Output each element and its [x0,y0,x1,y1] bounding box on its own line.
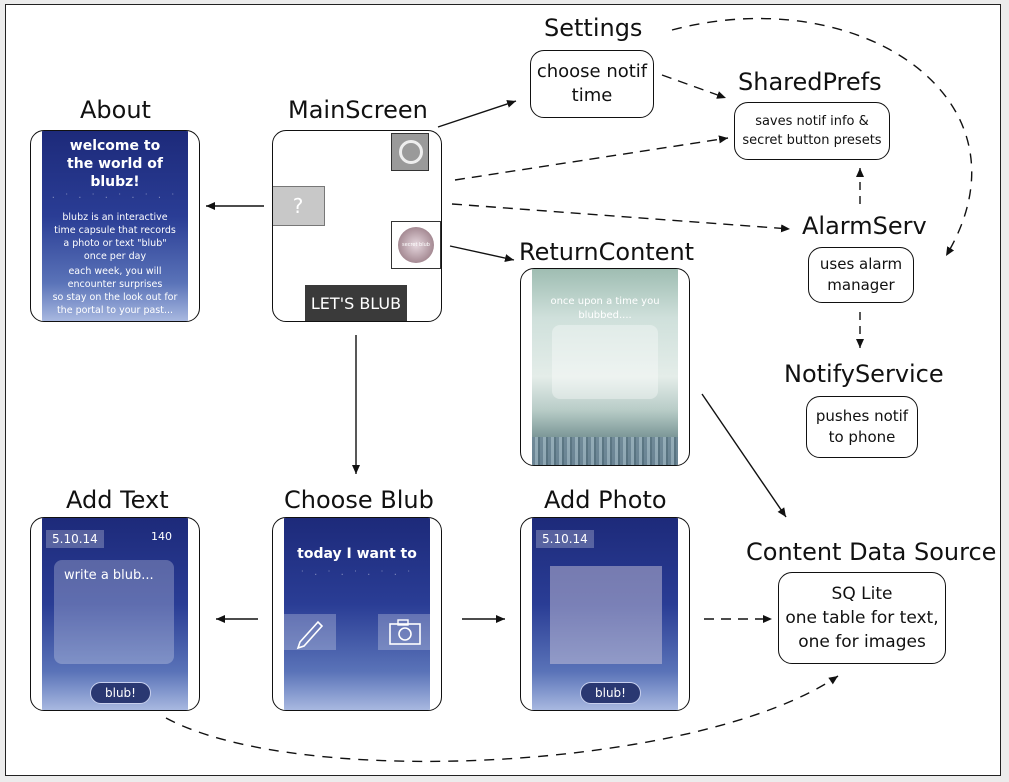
addtext-placeholder: write a blub... [64,568,154,583]
about-p2-line-2: encounter surprises [67,279,163,290]
arrow-addtext-to-content [165,675,839,763]
about-p1-line-4: once per day [83,251,147,262]
arrow-return-to-content [701,393,787,518]
addtext-blub-button[interactable]: blub! [90,682,151,704]
arrow-settings-to-alarm [671,17,973,257]
returncontent-caption: once upon a time you blubbed.... [532,295,678,323]
content-node: SQ Lite one table for text, one for imag… [778,572,946,664]
notify-line-1: pushes notif [815,407,909,425]
sharedprefs-line-1: saves notif info & [755,114,869,129]
choose-bg: today I want to ˙ · ˙ · ˙ · ˙ · ˙ [284,518,432,710]
about-screen-bg: welcome to the world of blubz! · ˙ · ˙ ·… [42,131,188,321]
returncontent-title: ReturnContent [519,238,695,266]
alarmserv-title: AlarmServ [802,212,927,240]
content-line-3: one for images [798,632,926,652]
addphoto-bg: 5.10.14 blub! [532,518,678,710]
about-p1-line-3: a photo or text "blub" [63,238,167,249]
main-title: MainScreen [288,96,428,124]
arrow-main-to-prefs [454,135,729,181]
alarmserv-line-1: uses alarm [819,255,903,273]
sharedprefs-line-2: secret button presets [742,133,882,148]
about-screen: welcome to the world of blubz! · ˙ · ˙ ·… [30,130,200,322]
notify-line-2: to phone [828,428,896,446]
about-heading: welcome to the world of blubz! [67,138,163,190]
alarmserv-line-2: manager [827,276,895,294]
addtext-title: Add Text [66,486,169,514]
choose-heading: today I want to [297,546,417,562]
help-icon: ? [292,194,304,218]
alarmserv-node: uses alarm manager [808,247,914,303]
main-screen: ? secret blub LET'S BLUB [272,130,442,322]
returncontent-caption-line-2: blubbed.... [578,310,632,321]
addtext-bg: 5.10.14 140 write a blub... blub! [42,518,188,710]
returncontent-panel [552,325,658,399]
main-help-button[interactable]: ? [273,186,325,226]
about-p1-line-1: blubz is an interactive [62,212,168,223]
notify-title: NotifyService [784,360,944,388]
addphoto-title: Add Photo [544,486,667,514]
choose-text-button[interactable] [284,614,336,650]
settings-node: choose notif time [530,50,654,118]
about-sparkle: · ˙ · ˙ · ˙ · ˙ · ˙ [51,193,179,204]
pencil-icon [296,620,324,650]
city-skyline [532,437,678,465]
secret-badge-icon: secret blub [398,227,434,263]
returncontent-bg: once upon a time you blubbed.... [532,269,678,465]
addtext-date: 5.10.14 [46,530,104,548]
addphoto-date: 5.10.14 [536,530,594,548]
returncontent-screen: once upon a time you blubbed.... [520,268,690,466]
choose-screen: today I want to ˙ · ˙ · ˙ · ˙ · ˙ [272,517,442,711]
arrow-main-to-alarm [451,203,791,233]
arrow-main-to-settings [437,100,517,128]
content-line-1: SQ Lite [831,584,893,604]
notify-node: pushes notif to phone [806,396,918,458]
settings-line-1: choose notif [536,61,648,82]
addphoto-screen: 5.10.14 blub! [520,517,690,711]
about-paragraph-1: blubz is an interactive time capsule tha… [42,211,188,263]
camera-icon [389,619,421,645]
returncontent-caption-line-1: once upon a time you [550,296,660,307]
about-paragraph-2: each week, you will encounter surprises … [42,265,188,317]
about-p2-line-1: each week, you will [68,266,162,277]
about-title: About [80,96,151,124]
content-line-2: one table for text, [785,608,939,628]
settings-line-2: time [571,85,613,106]
main-secret-button[interactable]: secret blub [391,221,441,269]
addtext-input[interactable]: write a blub... [54,560,174,664]
addphoto-image-slot[interactable] [550,566,662,664]
choose-sparkle: ˙ · ˙ · ˙ · ˙ · ˙ [299,570,415,581]
addphoto-blub-button[interactable]: blub! [580,682,641,704]
sharedprefs-title: SharedPrefs [738,68,882,96]
arrow-main-to-return [449,245,515,262]
addtext-char-count: 140 [151,530,172,543]
choose-title: Choose Blub [284,486,434,514]
choose-photo-button[interactable] [378,614,432,650]
main-camera-button[interactable] [391,133,429,171]
arrow-settings-to-prefs [661,74,727,99]
settings-title: Settings [544,14,643,42]
about-p1-line-2: time capsule that records [54,225,176,236]
content-title: Content Data Source [746,538,997,566]
ring-icon [399,140,423,164]
lets-blub-button[interactable]: LET'S BLUB [305,285,407,321]
sharedprefs-node: saves notif info & secret button presets [734,102,890,160]
addtext-screen: 5.10.14 140 write a blub... blub! [30,517,200,711]
about-p2-line-4: the portal to your past... [56,305,174,316]
about-p2-line-3: so stay on the look out for [52,292,178,303]
